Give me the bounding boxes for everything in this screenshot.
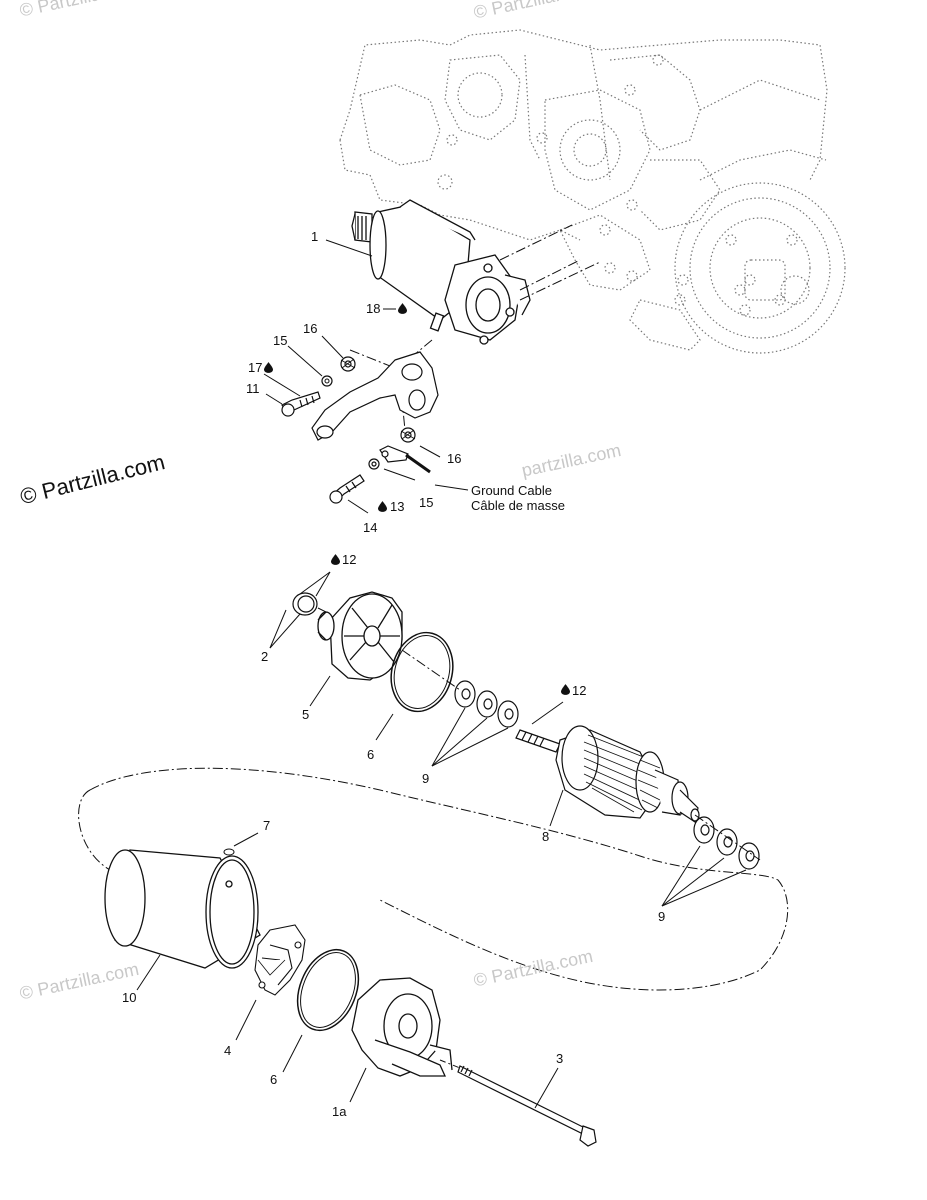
callout-2: 2 — [261, 649, 269, 664]
washer-15-top-hole — [324, 378, 330, 384]
washers-9-top — [454, 680, 519, 728]
callout-12-top: 12 — [342, 552, 357, 567]
callout-16-bottom: 16 — [447, 451, 462, 466]
ground-cable-terminal — [379, 445, 431, 474]
starter-motor-assembly — [351, 199, 531, 345]
callout-8: 8 — [542, 829, 550, 844]
end-cap-5 — [317, 591, 403, 681]
callout-13: 13 — [390, 499, 405, 514]
callout-10: 10 — [122, 990, 137, 1005]
ground-cable-label-fr: Câble de masse — [471, 498, 565, 513]
o-ring-6-bottom-inner — [300, 952, 356, 1028]
callout-5: 5 — [302, 707, 310, 722]
plug-7 — [223, 848, 235, 856]
ground-cable-label-en: Ground Cable — [471, 483, 552, 498]
brush-plate-4 — [254, 924, 306, 996]
group-loop-outline — [78, 767, 789, 991]
oil-drop-icon — [398, 303, 407, 314]
callout-14: 14 — [363, 520, 378, 535]
callout-12-mid: 12 — [572, 683, 587, 698]
washers-9-bottom — [693, 816, 760, 870]
callout-1a: 1a — [332, 1104, 347, 1119]
callout-1: 1 — [311, 229, 319, 244]
axis-dashed-line-bottom — [439, 1059, 461, 1069]
callout-4: 4 — [224, 1043, 232, 1058]
oil-drop-icon — [331, 554, 340, 565]
callout-3: 3 — [556, 1051, 564, 1066]
callout-15-bottom: 15 — [419, 495, 434, 510]
callout-17: 17 — [248, 360, 263, 375]
axis-dashed-lines-mid — [317, 607, 761, 861]
bolt-14 — [329, 474, 365, 504]
o-ring-6-top-inner — [393, 635, 451, 709]
washer-15-bottom — [368, 458, 380, 470]
o-ring-6-top — [390, 631, 454, 713]
callout-7: 7 — [263, 818, 271, 833]
callout-18: 18 — [366, 301, 381, 316]
callout-11: 11 — [246, 381, 260, 396]
end-cap-1a — [351, 977, 453, 1077]
bolt-11 — [281, 391, 321, 417]
lock-washer-16-bottom — [400, 427, 416, 443]
leader-lines-bottom — [136, 571, 747, 1109]
callout-6-top: 6 — [367, 747, 375, 762]
o-ring-6-bottom — [296, 948, 360, 1032]
callout-9-top: 9 — [422, 771, 430, 786]
housing-10 — [104, 849, 261, 969]
through-bolt-3 — [457, 1065, 597, 1147]
lock-washer-16-top — [340, 356, 356, 372]
oil-drop-icon — [378, 501, 387, 512]
seal-2 — [292, 592, 318, 616]
leader-lines-top — [263, 239, 469, 514]
engine-outline — [339, 29, 846, 354]
starter-bracket — [311, 351, 439, 441]
oil-drop-icon — [264, 362, 273, 373]
callout-15-top: 15 — [273, 333, 288, 348]
callout-6-bottom: 6 — [270, 1072, 278, 1087]
callout-9-bottom: 9 — [658, 909, 666, 924]
armature-8 — [515, 725, 700, 823]
oil-drop-icon — [561, 684, 570, 695]
callout-16-top: 16 — [303, 321, 318, 336]
